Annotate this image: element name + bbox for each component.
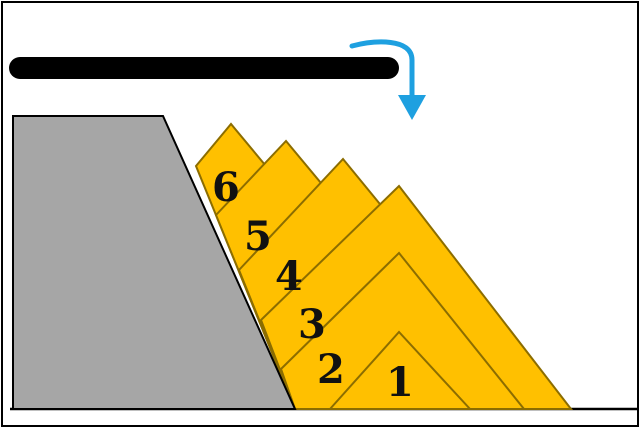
layer-label-5: 5 bbox=[244, 213, 272, 260]
curved-arrow-down-icon bbox=[349, 39, 426, 120]
layer-label-1: 1 bbox=[386, 359, 414, 406]
layer-label-6: 6 bbox=[212, 164, 240, 211]
layer-label-4: 4 bbox=[275, 253, 303, 300]
layer-label-2: 2 bbox=[317, 346, 345, 393]
layer-2 bbox=[279, 251, 527, 410]
layer-label-3: 3 bbox=[298, 301, 326, 348]
retaining-wall bbox=[12, 115, 297, 410]
layer-1 bbox=[327, 330, 473, 410]
